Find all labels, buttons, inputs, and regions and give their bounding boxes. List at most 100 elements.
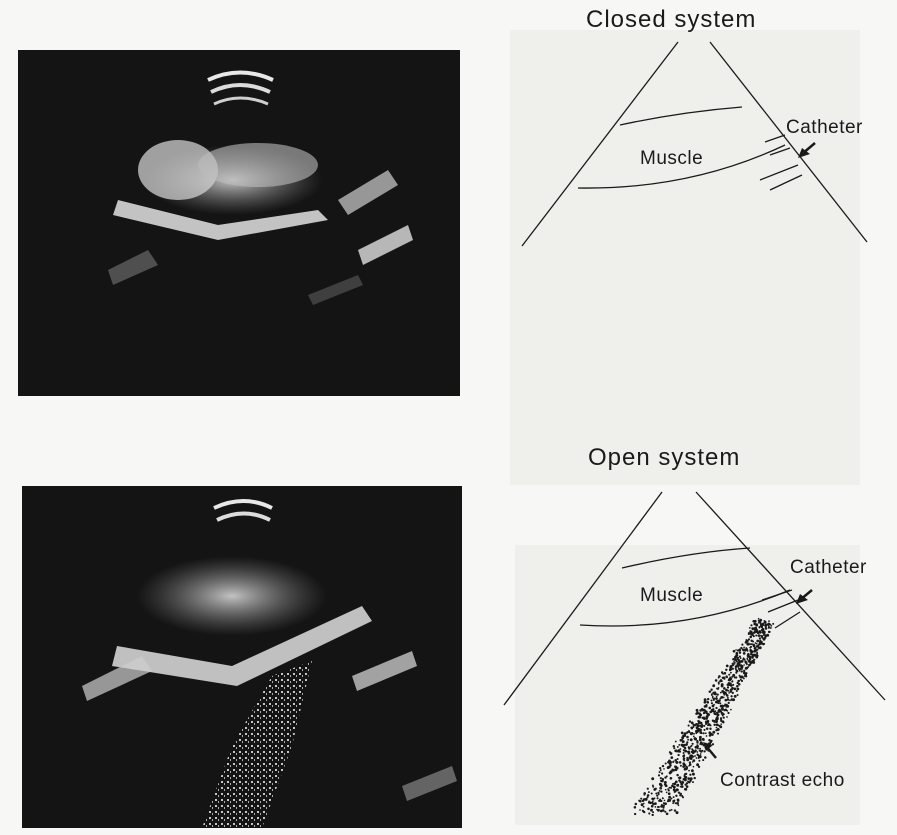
contrast-speckle-dot [756,654,759,657]
contrast-speckle-dot [676,811,679,814]
contrast-speckle-dot [672,802,674,804]
contrast-speckle-dot [691,755,694,758]
contrast-speckle-dot [739,651,741,653]
contrast-speckle-dot [713,699,715,701]
contrast-speckle-dot [668,759,671,762]
contrast-speckle-dot [717,688,719,690]
contrast-speckle-dot [707,698,709,700]
contrast-speckle-dot [747,655,750,658]
contrast-speckle-dot [698,722,700,724]
contrast-speckle-dot [752,620,755,623]
contrast-speckle-dot [661,772,663,774]
catheter-line [768,600,798,612]
contrast-speckle-dot [754,631,756,633]
contrast-speckle-dot [728,692,730,694]
contrast-speckle-dot [758,622,760,624]
contrast-speckle-dot [681,732,684,735]
contrast-speckle-dot [750,624,752,626]
contrast-speckle-dot [643,794,645,796]
contrast-speckle-dot [706,727,709,730]
contrast-speckle-dot [635,803,638,806]
contrast-speckle-dot [684,788,686,790]
catheter-line [762,590,792,600]
contrast-speckle-dot [686,732,688,734]
contrast-speckle-dot [696,726,699,729]
contrast-speckle-dot [653,788,656,791]
contrast-speckle-dot [670,756,673,759]
contrast-speckle-dot [708,742,710,744]
contrast-speckle-dot [703,732,705,734]
contrast-speckle-dot [682,780,684,782]
contrast-speckle-dot [719,700,721,702]
contrast-speckle-dot [712,684,715,687]
contrast-speckle-dot [691,748,693,750]
contrast-speckle-dot [658,774,660,776]
contrast-speckle-dot [737,688,740,691]
contrast-speckle-dot [718,675,721,678]
contrast-speckle-dot [762,624,764,626]
contrast-speckle-dot [714,724,716,726]
contrast-speckle-dot [651,792,653,794]
contrast-speckle-dot [693,766,695,768]
contrast-speckle-dot [700,741,703,744]
contrast-speckle-dot [660,784,663,787]
contrast-speckle-dot [753,655,755,657]
contrast-speckle-dot [711,702,713,704]
contrast-speckle-dot [690,738,693,741]
contrast-speckle-dot [662,765,664,767]
contrast-speckle-dot [753,635,755,637]
contrast-speckle-dot [745,673,747,675]
contrast-speckle-dot [657,797,659,799]
contrast-speckle-dot [699,714,702,717]
contrast-speckle-dot [751,661,753,663]
contrast-speckle-dot [639,809,641,811]
contrast-speckle-dot [727,712,729,714]
contrast-speckle-dot [647,788,649,790]
contrast-speckle-dot [679,776,682,779]
contrast-speckle-dot [758,643,760,645]
contrast-speckle-dot [689,774,691,776]
contrast-speckle-dot [685,768,687,770]
contrast-speckle-dot [710,689,712,691]
contrast-speckle-dot [703,729,705,731]
contrast-speckle-dot [740,657,742,659]
contrast-speckle-dot [717,713,719,715]
contrast-speckle-dot [737,657,739,659]
contrast-speckle-dot [770,627,772,629]
contrast-speckle-dot [693,736,695,738]
contrast-speckle-dot [733,661,735,663]
contrast-speckle-dot [737,666,739,668]
contrast-speckle-dot [730,665,733,668]
contrast-speckle-dot [732,698,735,701]
contrast-speckle-dot [750,643,752,645]
contrast-speckle-dot [678,804,680,806]
contrast-speckle-dot [647,794,650,797]
contrast-speckle-dot [712,696,714,698]
contrast-speckle-dot [753,650,756,653]
contrast-speckle-dot [649,801,652,804]
contrast-speckle-dot [720,723,722,725]
contrast-speckle-dot [712,743,714,745]
sector-left-edge [504,492,662,705]
contrast-speckle-dot [751,650,754,653]
contrast-speckle-dot [772,623,774,625]
contrast-speckle-dot [673,800,675,802]
contrast-speckle-dot [729,690,732,693]
catheter-line [765,135,785,142]
contrast-speckle-dot [686,741,688,743]
contrast-speckle-dot [683,755,686,758]
contrast-speckle-dot [745,667,748,670]
catheter-line [770,148,790,155]
contrast-speckle-dot [659,790,661,792]
contrast-speckle-dot [759,622,761,624]
contrast-speckle-dot [660,810,663,813]
contrast-speckle-dot [673,782,676,785]
contrast-speckle-dot [696,740,698,742]
contrast-speckle-dot [706,735,708,737]
contrast-speckle-dot [725,669,727,671]
contrast-speckle-dot [680,739,683,742]
contrast-speckle-dot [694,777,696,779]
contrast-speckle-dot [677,799,680,802]
contrast-speckle-dot [738,683,741,686]
contrast-speckle-dot [764,634,767,637]
